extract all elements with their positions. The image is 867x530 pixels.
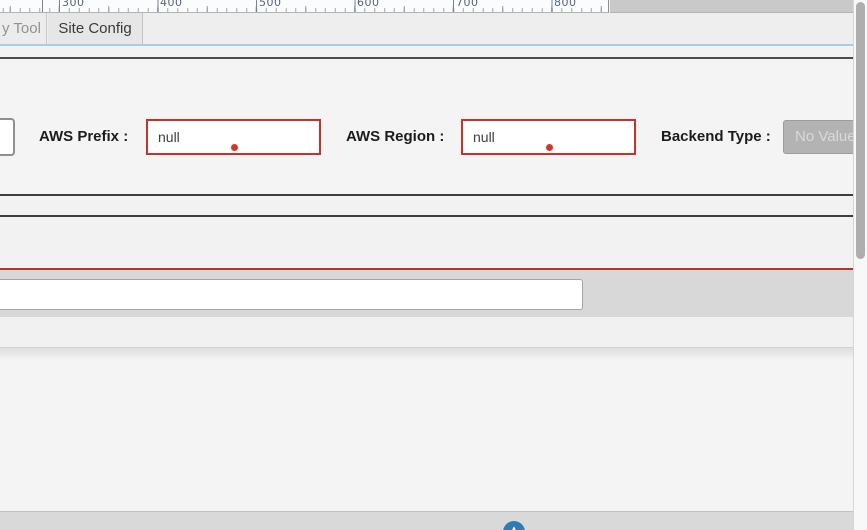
tab-site-config[interactable]: Site Config bbox=[48, 13, 143, 44]
panel-top-divider bbox=[0, 57, 853, 59]
validation-error-dot bbox=[545, 144, 553, 151]
footer-bar bbox=[0, 511, 867, 530]
ruler-label: 600 bbox=[357, 0, 380, 9]
horizontal-ruler: 300 400 500 600 700 800 bbox=[0, 0, 609, 13]
ruler-label: 500 bbox=[259, 0, 282, 9]
backend-type-field[interactable]: No Value bbox=[783, 120, 857, 154]
tab-site-config-label: Site Config bbox=[58, 20, 132, 37]
aws-region-value: null bbox=[473, 129, 495, 145]
ruler-label: 400 bbox=[160, 0, 183, 9]
red-divider-line bbox=[0, 268, 853, 270]
aws-prefix-value: null bbox=[158, 129, 180, 145]
validation-error-dot bbox=[230, 144, 238, 151]
aws-region-label: AWS Region : bbox=[346, 128, 445, 145]
ruler-label: 300 bbox=[62, 0, 85, 9]
up-arrow-icon[interactable]: ▲ bbox=[503, 521, 525, 530]
aws-prefix-label: AWS Prefix : bbox=[39, 128, 129, 145]
vertical-scrollbar[interactable] bbox=[853, 0, 867, 530]
tab-underline bbox=[0, 44, 853, 46]
aws-region-input[interactable]: null bbox=[461, 119, 636, 155]
divider-line bbox=[0, 215, 853, 217]
aws-prefix-input[interactable]: null bbox=[146, 119, 321, 155]
long-text-input[interactable] bbox=[0, 279, 583, 310]
lower-panel bbox=[0, 348, 853, 511]
tab-query-tool-label: y Tool bbox=[2, 20, 41, 37]
divider-line bbox=[0, 194, 853, 196]
middle-panel bbox=[0, 317, 853, 348]
scrollbar-thumb[interactable] bbox=[856, 2, 865, 259]
ruler-label: 800 bbox=[554, 0, 577, 9]
tab-bar: y Tool Site Config bbox=[0, 13, 853, 44]
form-panel bbox=[0, 59, 853, 195]
ruler-label: 700 bbox=[456, 0, 479, 9]
ruler-empty-area bbox=[610, 0, 853, 13]
tab-query-tool[interactable]: y Tool bbox=[0, 13, 47, 44]
clipped-input-field[interactable] bbox=[0, 118, 15, 156]
backend-type-label: Backend Type : bbox=[661, 128, 771, 145]
